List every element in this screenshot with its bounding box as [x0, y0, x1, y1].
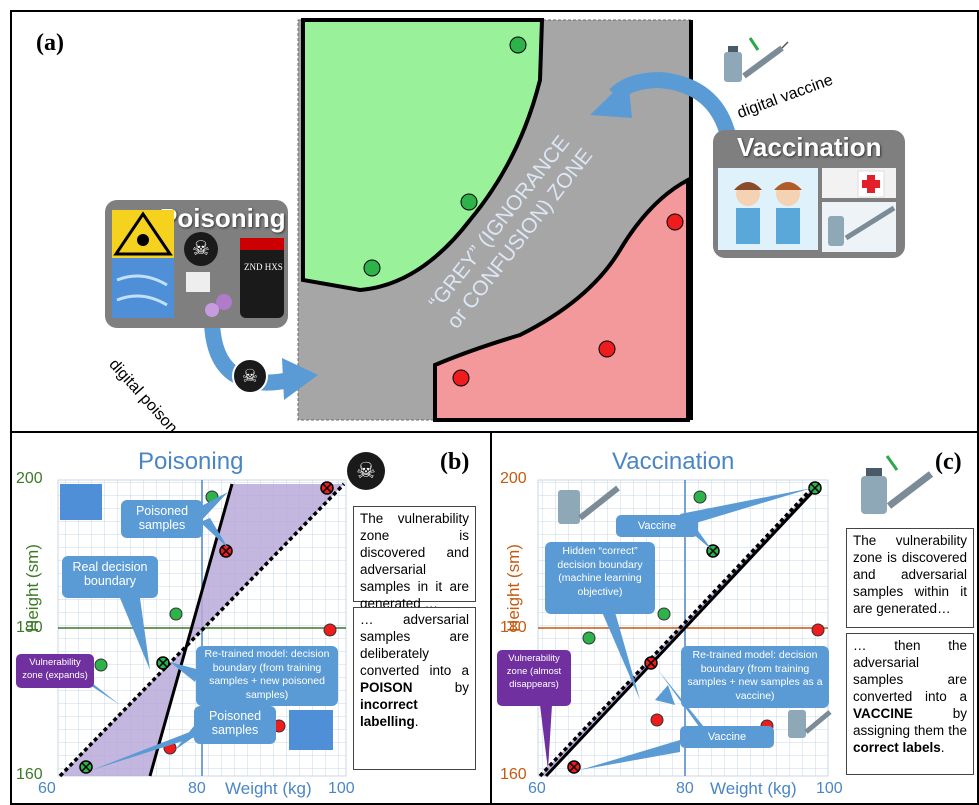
callout-poisoned-top-text: Poisoned samples — [135, 504, 189, 532]
vaccination-images — [718, 168, 896, 252]
poisoned-point — [79, 481, 334, 774]
text-b2-bold2: incorrect labelling — [360, 697, 418, 729]
panel-c-label: (c) — [935, 449, 962, 475]
poisoning-card-title: Poisoning — [160, 203, 286, 233]
callout-vaccine-bottom-text: Vaccine — [707, 731, 747, 743]
poison-bottle-label: ZND HXS — [244, 262, 283, 272]
red-point — [452, 369, 470, 387]
callout-hidden — [545, 542, 655, 614]
red-point — [598, 340, 616, 358]
callout-poisoned-bottom — [194, 706, 276, 744]
panel-b-title: Poisoning — [138, 448, 244, 475]
text-c2-b: by assigning them the — [853, 706, 967, 738]
text-box-c2: … then the adversarial samples are conve… — [846, 633, 974, 775]
callout-vulnerability-b — [16, 654, 94, 688]
poisoning-images — [112, 210, 284, 318]
green-point — [460, 193, 478, 211]
callout-hidden-text: Hidden “correct” decision boundary (mach… — [557, 545, 643, 598]
panel-b-label: (b) — [440, 449, 470, 475]
callout-vulnerability-c-text: Vulnerability zone (almost disappears) — [506, 653, 562, 690]
panel-c — [490, 431, 979, 805]
text-c2-bold1: VACCINE — [853, 706, 913, 721]
skull-bottle-icon: ☠ — [232, 358, 268, 394]
callout-vulnerability-c — [497, 650, 571, 706]
callout-real-boundary — [62, 556, 158, 598]
green-point — [363, 259, 381, 277]
text-c2-bold2: correct labels — [853, 740, 941, 755]
vaccine-arrowhead — [590, 78, 632, 118]
red-point — [666, 213, 684, 231]
callout-retrained-c — [681, 646, 829, 708]
ytick-b: 200 — [16, 470, 43, 487]
callout-vulnerability-b-text: Vulnerability zone (expands) — [22, 657, 88, 681]
callout-real-boundary-text: Real decision boundary — [72, 560, 148, 588]
callout-poisoned-bottom-text: Poisoned samples — [208, 709, 262, 737]
green-point — [582, 631, 596, 645]
green-point — [169, 607, 183, 621]
green-point — [693, 490, 707, 504]
text-b2-b: by — [454, 680, 469, 695]
callout-vaccine-top-text: Vaccine — [637, 520, 677, 532]
text-box-b1: The vulnerability zone is discovered and… — [353, 506, 476, 611]
callout-poisoned-top — [121, 500, 203, 538]
ytick-b: 160 — [16, 766, 43, 783]
poison-arrowhead — [282, 358, 318, 400]
green-point — [509, 36, 527, 54]
ytick-b: 180 — [16, 619, 43, 636]
xtick-c: 60 — [528, 780, 546, 797]
green-zone — [301, 18, 545, 293]
red-point — [811, 623, 825, 637]
poisoned-boundary-c — [538, 482, 818, 778]
ytick-c: 180 — [500, 619, 527, 636]
syringe-icon — [861, 455, 934, 514]
syringe-icon — [724, 37, 789, 82]
poisoned-boundary-b — [58, 482, 346, 778]
xtick-c: 80 — [676, 780, 694, 797]
callout-vaccine-bottom — [680, 726, 774, 748]
ytick-c: 160 — [500, 766, 527, 783]
ytick-c: 200 — [500, 470, 527, 487]
skull-bottle-icon: ☠ — [347, 452, 385, 490]
xtick-b: 80 — [188, 780, 206, 797]
panel-c-title: Vaccination — [612, 448, 735, 475]
text-box-c1: The vulnerability zone is discovered and… — [846, 528, 974, 628]
green-point — [94, 658, 108, 672]
text-c2-a: … then the adversarial samples are conve… — [853, 638, 967, 704]
text-c2-c: . — [940, 740, 945, 755]
green-point — [657, 607, 671, 621]
red-point — [323, 623, 337, 637]
red-point — [650, 713, 664, 727]
xtick-c: 100 — [816, 780, 843, 797]
zone-diagram — [204, 18, 736, 422]
callout-retrained-b-text: Re-trained model: decision boundary (fro… — [204, 648, 330, 701]
hidden-boundary-c — [544, 482, 822, 778]
chart-c — [537, 479, 832, 778]
vaccination-card-title: Vaccination — [737, 132, 882, 162]
callout-retrained-c-text: Re-trained model: decision boundary (fro… — [687, 649, 823, 702]
text-box-b2: … adversarial samples are deliberately c… — [353, 607, 476, 770]
xlabel-b: Weight (kg) — [225, 779, 312, 798]
callout-retrained-b — [196, 646, 338, 706]
panel-a-label: (a) — [36, 30, 64, 56]
skull-bottle-icon: ☠ — [184, 232, 218, 266]
text-b2-c: . — [414, 714, 419, 729]
text-b2-a: … adversarial samples are deliberately c… — [360, 612, 469, 678]
text-b2-bold1: POISON — [360, 680, 413, 695]
xlabel-c: Weight (kg) — [710, 779, 797, 798]
xtick-b: 100 — [328, 780, 355, 797]
callout-vaccine-top — [616, 515, 698, 537]
red-zone — [433, 176, 690, 422]
xtick-b: 60 — [38, 780, 56, 797]
